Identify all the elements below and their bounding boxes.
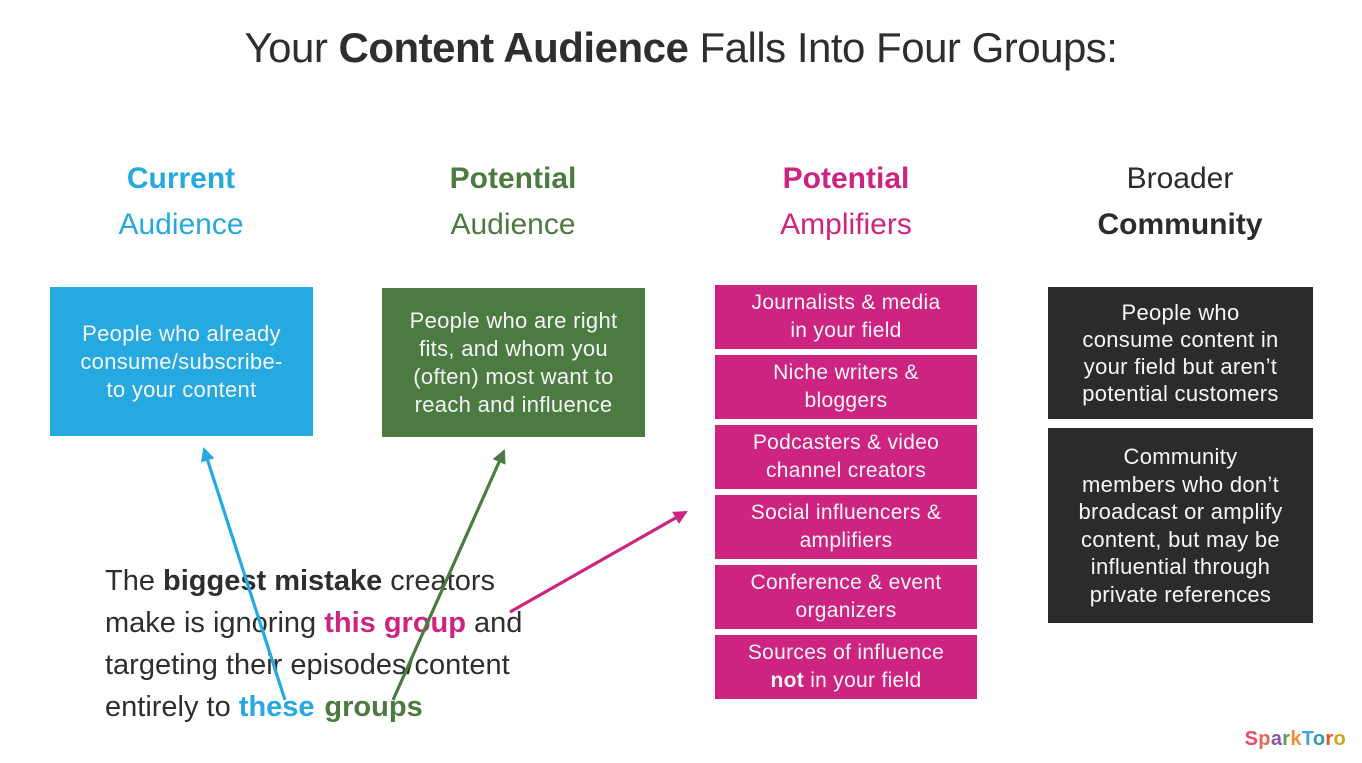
note-text: entirely to xyxy=(105,691,239,723)
note-line-1: The biggest mistake creators xyxy=(105,560,522,602)
box-text-line: private references xyxy=(1089,581,1272,607)
box-text-rest: in your field xyxy=(804,669,922,692)
potential-audience-box: People who are right fits, and whom you … xyxy=(382,288,645,437)
biggest-mistake-note: The biggest mistake creators make is ign… xyxy=(105,560,522,728)
box-text-line: content, but may be xyxy=(1081,526,1280,552)
box-text-line: People who already xyxy=(82,320,281,346)
box-text-line: reach and influence xyxy=(414,391,613,417)
header-line: Current xyxy=(126,162,236,195)
box-text-line: broadcast or amplify xyxy=(1078,499,1283,524)
amplifier-box-podcasters: Podcasters & video channel creators xyxy=(715,425,977,489)
box-text-line: (often) most want to xyxy=(413,363,614,389)
box-text-line: your field but aren’t xyxy=(1083,354,1278,379)
note-text: The xyxy=(105,565,164,597)
note-line-3: targeting their episodes/content xyxy=(105,649,510,681)
box-text-line: fits, and whom you xyxy=(419,335,608,361)
current-audience-box: People who already consume/subscribe- to… xyxy=(50,287,313,436)
header-line: Broader xyxy=(1126,162,1234,195)
box-text-line: Social influencers & xyxy=(750,501,942,524)
box-text-line: Niche writers & xyxy=(773,361,919,384)
box-text-line: Journalists & media xyxy=(751,291,941,314)
box-text-line: organizers xyxy=(795,599,897,622)
note-text-bold: biggest mistake xyxy=(163,565,383,597)
logo-letter: a xyxy=(1270,728,1283,750)
logo-letter: o xyxy=(1312,728,1326,750)
title-prefix: Your xyxy=(244,24,339,71)
header-line: Community xyxy=(1097,208,1263,241)
note-text-this-group: this group xyxy=(324,607,466,639)
amplifier-box-sources-of-influence: Sources of influence not in your field xyxy=(715,635,977,699)
sparktoro-logo: SparkToro xyxy=(1245,728,1346,751)
note-text: creators xyxy=(382,565,496,597)
logo-letter: p xyxy=(1258,728,1271,750)
amplifier-box-conference-organizers: Conference & event organizers xyxy=(715,565,977,629)
note-text-these: these xyxy=(238,691,315,723)
column-header-potential-amplifiers: Potential Amplifiers xyxy=(706,156,986,248)
box-text-line: influential through xyxy=(1090,554,1271,579)
box-text-line: members who don’t xyxy=(1081,471,1280,497)
box-text-line: Conference & event xyxy=(750,571,942,594)
box-text-line: Community xyxy=(1123,444,1238,469)
logo-letter: r xyxy=(1282,728,1291,750)
page-title: Your Content Audience Falls Into Four Gr… xyxy=(0,24,1362,72)
box-text-line: consume content in xyxy=(1082,327,1279,352)
box-text-line: bloggers xyxy=(804,389,888,412)
header-line: Potential xyxy=(782,162,910,195)
note-text-groups: groups xyxy=(324,691,423,723)
logo-letter: r xyxy=(1325,728,1334,750)
box-text-line: People who xyxy=(1121,300,1240,325)
box-text-line: People who are right xyxy=(409,307,618,333)
title-emphasis: Content Audience xyxy=(338,24,689,71)
column-header-broader-community: Broader Community xyxy=(1040,156,1320,248)
box-text-line: Podcasters & video xyxy=(752,431,940,454)
box-text-line: amplifiers xyxy=(799,529,893,552)
logo-letter: k xyxy=(1290,728,1302,750)
note-text: make is ignoring xyxy=(105,607,325,639)
logo-letter: T xyxy=(1301,728,1313,750)
header-line: Audience xyxy=(450,208,576,241)
box-text-line: to your content xyxy=(106,376,257,402)
box-text-line: in your field xyxy=(790,319,902,342)
amplifier-box-journalists: Journalists & media in your field xyxy=(715,285,977,349)
box-text-line: consume/subscribe- xyxy=(80,348,283,374)
box-text-line: Sources of influence xyxy=(747,641,945,664)
note-line-4: entirely to these groups xyxy=(105,686,522,728)
arrow-this-group-to-amplifiers xyxy=(509,510,688,614)
note-line-2: make is ignoring this group and xyxy=(105,602,522,644)
header-line: Amplifiers xyxy=(780,208,912,241)
amplifier-box-niche-writers: Niche writers & bloggers xyxy=(715,355,977,419)
column-header-current-audience: Current Audience xyxy=(41,156,321,248)
note-text: and xyxy=(465,607,523,639)
community-box-consumers: People who consume content in your field… xyxy=(1048,287,1313,419)
header-line: Audience xyxy=(118,208,244,241)
community-box-members: Community members who don’t broadcast or… xyxy=(1048,428,1313,623)
box-text-line: not in your field xyxy=(771,667,922,695)
header-line: Potential xyxy=(449,162,577,195)
title-suffix: Falls Into Four Groups: xyxy=(688,24,1118,71)
logo-letter: o xyxy=(1333,728,1346,750)
box-text-line: channel creators xyxy=(765,459,927,482)
logo-letter: S xyxy=(1244,728,1259,750)
column-header-potential-audience: Potential Audience xyxy=(373,156,653,248)
box-text-bold: not xyxy=(770,669,805,692)
box-text-line: potential customers xyxy=(1082,381,1279,406)
amplifier-box-social-influencers: Social influencers & amplifiers xyxy=(715,495,977,559)
